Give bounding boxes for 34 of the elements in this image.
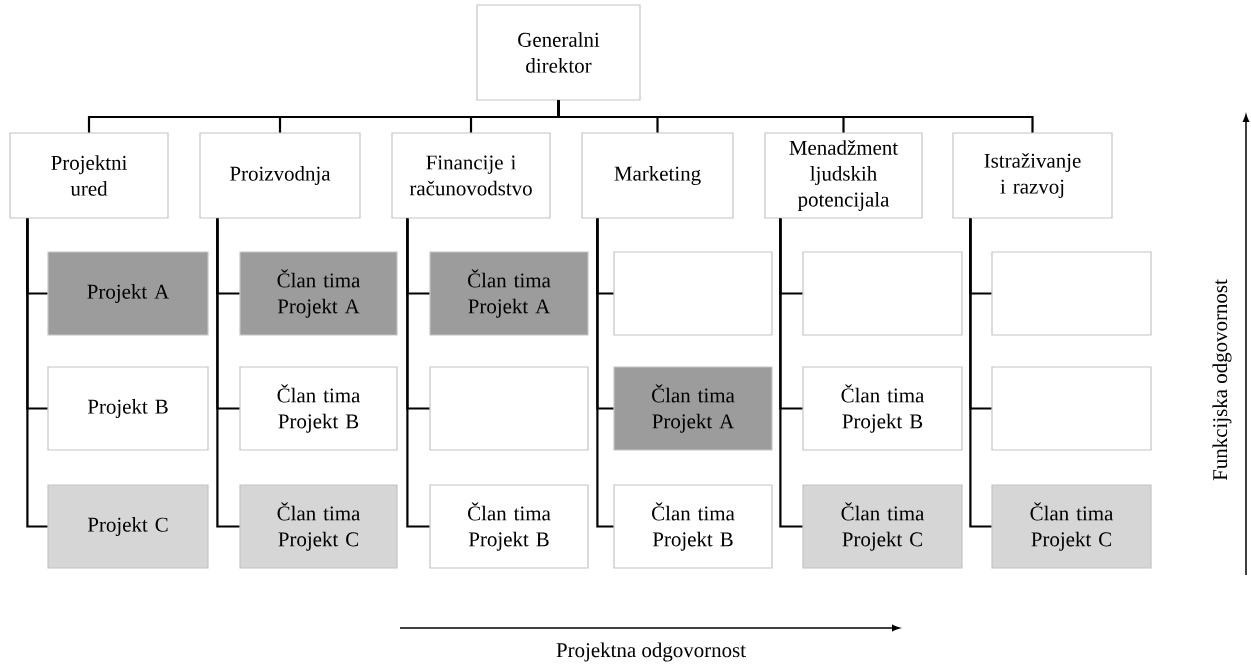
connector-line xyxy=(216,218,240,528)
empty-box xyxy=(991,251,1152,336)
axis-label: Funkcijska odgovornost xyxy=(1212,279,1232,481)
connector-line xyxy=(596,218,614,528)
axis-label: Projektna odgovornost xyxy=(556,642,746,662)
department-box: Menadžment ljudskih potencijala xyxy=(764,132,923,219)
project-box: Član tima Projekt B xyxy=(239,366,398,451)
project-box: Projekt C xyxy=(47,484,209,569)
project-box: Član tima Projekt C xyxy=(802,484,963,569)
connector-line xyxy=(26,218,48,528)
director-box: Generalni direktor xyxy=(476,4,641,101)
project-box: Član tima Projekt B xyxy=(802,366,963,451)
project-box: Član tima Projekt A xyxy=(239,251,398,336)
department-box: Proizvodnja xyxy=(199,132,361,219)
project-box: Član tima Projekt A xyxy=(613,366,773,451)
department-box: Marketing xyxy=(581,132,734,219)
project-box: Projekt A xyxy=(47,251,209,336)
department-box: Istraživanje i razvoj xyxy=(952,132,1113,219)
empty-box xyxy=(429,366,589,451)
empty-box xyxy=(613,251,773,336)
department-box: Financije i računovodstvo xyxy=(391,132,551,219)
empty-box xyxy=(802,251,963,336)
project-box: Projekt B xyxy=(47,366,209,451)
department-box: Projektni ured xyxy=(9,132,169,219)
project-box: Član tima Projekt A xyxy=(429,251,589,336)
project-box: Član tima Projekt B xyxy=(429,484,589,569)
connector-line xyxy=(557,100,1034,133)
project-box: Član tima Projekt B xyxy=(613,484,773,569)
connector-line xyxy=(406,218,430,528)
connector-line xyxy=(779,218,803,528)
project-box: Član tima Projekt C xyxy=(991,484,1152,569)
connector-line xyxy=(969,218,992,528)
project-box: Član tima Projekt C xyxy=(239,484,398,569)
empty-box xyxy=(991,366,1152,451)
